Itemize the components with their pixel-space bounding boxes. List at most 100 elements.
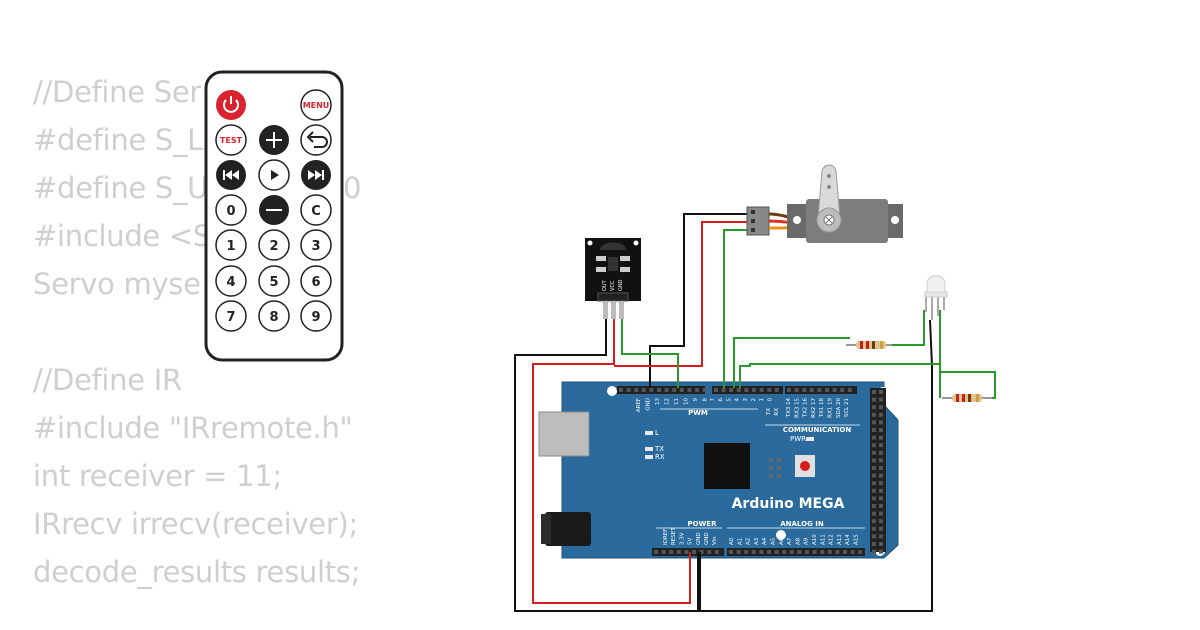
code-line: decode_results results; xyxy=(33,555,361,589)
button-8[interactable]: 8 xyxy=(258,300,290,332)
pin-hole xyxy=(657,388,661,392)
play-button[interactable] xyxy=(258,159,290,191)
pin-label: A2 xyxy=(746,538,752,545)
button-9-label: 9 xyxy=(311,310,320,325)
pin-hole xyxy=(879,428,883,432)
resistor-1[interactable] xyxy=(846,341,892,349)
button-3[interactable]: 3 xyxy=(300,229,332,261)
pin-label: GND xyxy=(696,532,702,545)
pin-hole xyxy=(879,526,883,531)
minus-button[interactable] xyxy=(259,195,289,225)
pin-hole xyxy=(879,443,883,448)
next-button[interactable] xyxy=(301,160,331,190)
pin-hole xyxy=(879,450,883,455)
button-4[interactable]: 4 xyxy=(215,265,247,297)
button-8-label: 8 xyxy=(269,310,278,325)
pin-hole xyxy=(879,542,883,546)
pin-hole xyxy=(634,388,639,392)
pin-label: A7 xyxy=(787,537,793,545)
pin-label: A1 xyxy=(737,538,743,545)
pin-label: 3.3V xyxy=(679,532,685,545)
button-6-label: 6 xyxy=(311,275,320,290)
button-1-label: 1 xyxy=(226,239,235,254)
power-button[interactable] xyxy=(216,90,246,120)
pin-hole xyxy=(872,496,876,501)
code-line: #include "IRremote.h" xyxy=(33,411,353,445)
pin-label: 13 xyxy=(655,398,661,405)
pin-hole xyxy=(872,542,876,546)
pin-hole xyxy=(872,549,876,554)
pin-hole xyxy=(825,388,829,392)
wire-signal-ir xyxy=(621,300,679,388)
pin-hole xyxy=(879,549,883,554)
pin-hole xyxy=(872,473,876,478)
pin-label: A0 xyxy=(729,537,735,545)
code-line: int receiver = 11; xyxy=(33,459,282,493)
button-9[interactable]: 9 xyxy=(300,300,332,332)
button-c[interactable]: C xyxy=(300,194,332,226)
microcontroller-chip xyxy=(704,443,750,489)
pin-hole xyxy=(721,388,726,392)
pin-hole xyxy=(817,388,822,392)
pin-label: 6 xyxy=(718,398,724,402)
power-icon xyxy=(223,96,239,113)
pin-label: 9 xyxy=(693,398,699,402)
wire-led-2b xyxy=(939,310,996,399)
plus-icon xyxy=(266,132,282,148)
pin-hole xyxy=(649,388,654,392)
pin-label: A3 xyxy=(754,537,760,545)
servo-motor[interactable] xyxy=(746,164,903,243)
pin-label: IOREF xyxy=(663,529,669,545)
pin-hole xyxy=(787,388,791,392)
rgb-led[interactable] xyxy=(924,275,948,320)
plus-button[interactable] xyxy=(259,125,289,155)
button-5[interactable]: 5 xyxy=(258,265,290,297)
wire-led-1b xyxy=(890,310,925,346)
pin-label: A9 xyxy=(804,537,810,545)
status-leds xyxy=(645,431,814,459)
pin-label: 11 xyxy=(674,398,680,405)
pin-hole xyxy=(774,550,779,554)
pin-hole xyxy=(679,388,684,392)
pin-hole xyxy=(699,550,704,554)
menu-button[interactable]: MENU xyxy=(300,89,332,121)
led-label-tx: TX xyxy=(654,445,664,453)
pin-label: RESET xyxy=(671,527,677,545)
pwm-label: PWM xyxy=(688,409,708,417)
ir-receiver-module[interactable]: OUT VCC GND xyxy=(585,238,641,319)
pin-label: 7 xyxy=(710,398,716,402)
button-2[interactable]: 2 xyxy=(258,229,290,261)
play-icon xyxy=(271,170,279,180)
pin-hole xyxy=(872,390,876,394)
pin-hole xyxy=(767,550,771,554)
pin-hole xyxy=(797,550,802,554)
pin-label: TX xyxy=(766,408,772,416)
code-line: #include <S xyxy=(33,219,211,253)
ir-remote[interactable]: MENU TEST xyxy=(204,70,344,362)
pin-hole xyxy=(879,511,883,516)
menu-label: MENU xyxy=(303,101,330,110)
back-button[interactable] xyxy=(300,124,332,156)
pin-hole xyxy=(812,550,817,554)
reset-button[interactable] xyxy=(795,455,815,477)
wire-5v-ir xyxy=(532,300,691,604)
pin-hole xyxy=(872,511,876,516)
pin-label: A14 xyxy=(845,534,851,545)
resistor-2[interactable] xyxy=(942,394,992,402)
test-button[interactable]: TEST xyxy=(215,124,247,156)
code-line-text: #define S_U xyxy=(33,171,209,205)
button-1[interactable]: 1 xyxy=(215,229,247,261)
pin-label: A6 xyxy=(779,537,785,545)
button-7[interactable]: 7 xyxy=(215,300,247,332)
button-0[interactable]: 0 xyxy=(215,194,247,226)
button-6[interactable]: 6 xyxy=(300,265,332,297)
pin-label: 4 xyxy=(735,398,741,402)
pin-hole xyxy=(751,550,756,554)
prev-button[interactable] xyxy=(216,160,246,190)
wire-signal-servo xyxy=(723,229,750,388)
